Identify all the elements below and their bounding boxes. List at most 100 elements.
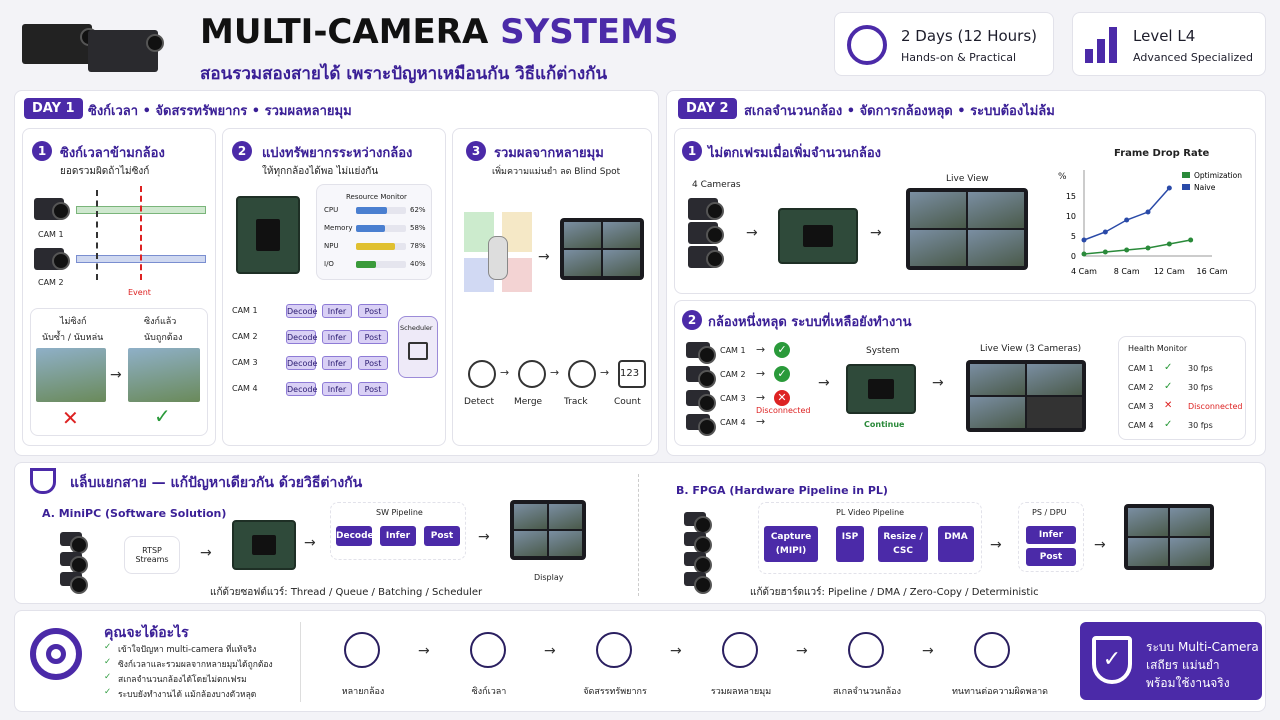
step-label: Count bbox=[614, 397, 641, 407]
sw-stage: Decode bbox=[336, 526, 374, 546]
disconnected-label: Disconnected bbox=[756, 406, 811, 415]
sync-line-1 bbox=[96, 190, 98, 280]
d2s2-cam-icon bbox=[686, 342, 716, 364]
event-label: Event bbox=[128, 288, 151, 297]
correct-icon: ✓ bbox=[154, 404, 171, 428]
chart-title: Frame Drop Rate bbox=[1114, 148, 1210, 159]
continue-label: Continue bbox=[864, 420, 905, 429]
duration-card: 2 Days (12 Hours) Hands-on & Practical bbox=[834, 12, 1054, 76]
pipeline-stage: Post bbox=[358, 330, 388, 344]
rtsp-box bbox=[124, 536, 180, 574]
pipeline-cam-label: CAM 4 bbox=[232, 384, 258, 393]
lab-b-cam-4 bbox=[684, 572, 712, 594]
chart-point bbox=[1188, 237, 1194, 243]
resource-bar bbox=[356, 207, 406, 214]
hero-cameras bbox=[18, 14, 178, 76]
step-arrow: → bbox=[550, 366, 560, 379]
resource-label: I/O bbox=[324, 260, 334, 268]
final-line-2: เสถียร แม่นยำ bbox=[1146, 658, 1220, 672]
step-label: Merge bbox=[514, 397, 543, 407]
target-icon bbox=[30, 628, 82, 680]
chart-x-tick: 16 Cam bbox=[1196, 267, 1227, 276]
d2s2-cam-arrow: → bbox=[756, 391, 766, 404]
level-title: Level L4 bbox=[1133, 27, 1196, 45]
d2s1-arrow-2: → bbox=[870, 225, 882, 241]
pipeline-stage: Post bbox=[358, 356, 388, 370]
health-title: Health Monitor bbox=[1128, 344, 1188, 353]
d2s1-title: ไม่ตกเฟรมเมื่อเพิ่มจำนวนกล้อง bbox=[708, 146, 882, 161]
nosync-sub: นับซ้ำ / นับหล่น bbox=[42, 333, 104, 343]
flow-icon bbox=[848, 632, 884, 668]
d1s2-number: 2 bbox=[232, 141, 252, 161]
d1s2-sub: ให้ทุกกล้องได้พอ ไม่แย่งกัน bbox=[262, 166, 379, 177]
step-icon-merge bbox=[518, 360, 546, 388]
cam1-label: CAM 1 bbox=[38, 230, 64, 239]
scheduler-label: Scheduler bbox=[400, 324, 433, 332]
calendar-icon bbox=[408, 342, 428, 360]
pl-stage: Capture (MIPI) bbox=[764, 526, 818, 562]
duration-sub: Hands-on & Practical bbox=[901, 51, 1017, 64]
resource-bar bbox=[356, 243, 406, 250]
d2s2-cam-label: CAM 4 bbox=[720, 418, 746, 427]
ps-title: PS / DPU bbox=[1032, 508, 1067, 517]
flow-icon bbox=[974, 632, 1010, 668]
outcome-item: สเกลจำนวนกล้องได้โดยไม่ตกเฟรม bbox=[118, 675, 247, 685]
d2s2-cam-icon bbox=[686, 390, 716, 412]
chart-y-tick: 10 bbox=[1066, 212, 1076, 221]
chart-point bbox=[1081, 237, 1087, 243]
final-line-1: ระบบ Multi-Camera bbox=[1146, 640, 1259, 654]
chart-point bbox=[1081, 251, 1087, 257]
error-icon: ✕ bbox=[774, 390, 790, 406]
chart-point bbox=[1102, 249, 1108, 255]
level-sub: Advanced Specialized bbox=[1133, 51, 1254, 64]
resource-bar bbox=[356, 261, 406, 268]
step-arrow: → bbox=[600, 366, 610, 379]
pl-stage: DMA bbox=[938, 526, 974, 562]
resource-label: Memory bbox=[324, 224, 353, 232]
outcome-item: ระบบยังทำงานได้ แม้กล้องบางตัวหลุด bbox=[118, 690, 257, 700]
level-bars-icon bbox=[1085, 27, 1119, 63]
pl-stage: ISP bbox=[836, 526, 864, 562]
pipeline-stage: Post bbox=[358, 382, 388, 396]
duration-title: 2 Days (12 Hours) bbox=[901, 27, 1038, 45]
chart-point bbox=[1124, 247, 1130, 253]
day1-topics: ซิงก์เวลา • จัดสรรทรัพยากร • รวมผลหลายมุ… bbox=[88, 104, 352, 119]
flow-label: รวมผลหลายมุม bbox=[710, 687, 772, 697]
lab-divider bbox=[638, 474, 639, 596]
flow-icon bbox=[470, 632, 506, 668]
day2-badge: DAY 2 bbox=[678, 98, 737, 119]
lab-a-arrow-2: → bbox=[304, 535, 316, 551]
final-box: ✓ ระบบ Multi-Camera เสถียร แม่นยำ พร้อมใ… bbox=[1080, 622, 1262, 700]
sw-stage: Infer bbox=[380, 526, 416, 546]
lab-b-cam-3 bbox=[684, 552, 712, 574]
flow-label: ทนทานต่อความผิดพลาด bbox=[952, 687, 1048, 697]
health-status: 30 fps bbox=[1188, 421, 1213, 430]
nosync-image bbox=[36, 348, 106, 402]
chart-point bbox=[1102, 229, 1108, 235]
chart-point bbox=[1145, 209, 1151, 215]
d2s1-number: 1 bbox=[682, 141, 702, 161]
resource-value: 58% bbox=[410, 224, 426, 232]
chart-x-tick: 12 Cam bbox=[1154, 267, 1185, 276]
chart-point bbox=[1145, 245, 1151, 251]
d2s2-cam-arrow: → bbox=[756, 415, 766, 428]
lab-a-arrow-3: → bbox=[478, 529, 490, 545]
check-icon: ✓ bbox=[774, 366, 790, 382]
flow-icon bbox=[722, 632, 758, 668]
chart-x-tick: 8 Cam bbox=[1114, 267, 1140, 276]
health-cam: CAM 4 bbox=[1128, 421, 1154, 430]
health-monitor bbox=[1118, 336, 1246, 440]
outcomes-panel bbox=[14, 610, 1266, 712]
final-line-3: พร้อมใช้งานจริง bbox=[1146, 676, 1230, 690]
lab-b-foot: แก้ด้วยฮาร์ดแวร์: Pipeline / DMA / Zero-… bbox=[750, 587, 1039, 598]
d1s2-title: แบ่งทรัพยากรระหว่างกล้อง bbox=[262, 146, 413, 161]
chart-legend-label: Naive bbox=[1194, 183, 1216, 192]
chart-point bbox=[1166, 241, 1172, 247]
pipeline-stage: Infer bbox=[322, 382, 352, 396]
shield-icon: ✓ bbox=[1092, 636, 1132, 684]
flow-arrow: → bbox=[670, 643, 682, 659]
lab-b-cam-1 bbox=[684, 512, 712, 534]
step-icon-track bbox=[568, 360, 596, 388]
pipeline-stage: Infer bbox=[322, 356, 352, 370]
outcome-item: ซิงก์เวลาและรวมผลจากหลายมุมได้ถูกต้อง bbox=[118, 660, 273, 670]
